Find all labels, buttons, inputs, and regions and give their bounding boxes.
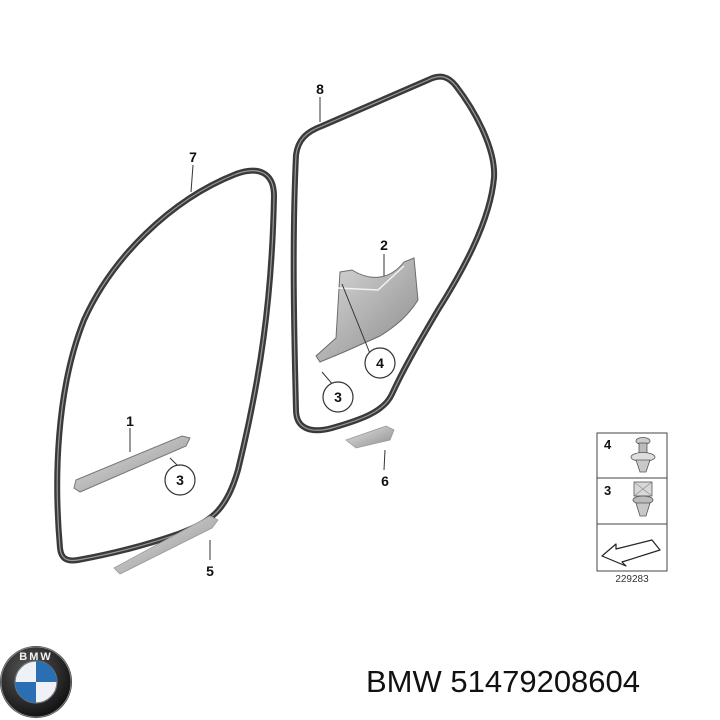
callout-7: 7 xyxy=(189,149,197,165)
arrow-marker-icon xyxy=(601,539,661,567)
callout-3-rear: 3 xyxy=(334,389,342,405)
callout-2: 2 xyxy=(380,237,388,253)
legend-number-4: 4 xyxy=(604,437,612,452)
expanding-rivet-icon xyxy=(632,481,654,517)
push-clip-icon xyxy=(630,437,656,473)
callout-circle-3-front xyxy=(164,464,196,496)
rear-door-seal xyxy=(290,73,498,434)
rear-entrance-strip xyxy=(345,425,395,449)
diagram-ref-number: 229283 xyxy=(615,574,649,585)
legend-number-3: 3 xyxy=(604,483,611,498)
fastener-legend: 4 3 xyxy=(596,432,668,572)
part-number-caption: BMW 51479208604 xyxy=(366,664,641,699)
callout-5: 5 xyxy=(206,563,214,579)
front-sill-trim xyxy=(73,435,191,493)
callout-1: 1 xyxy=(126,413,134,429)
b-pillar-trim xyxy=(315,257,419,363)
callout-4: 4 xyxy=(376,355,384,371)
callout-circle-4 xyxy=(364,347,396,379)
callout-8: 8 xyxy=(316,81,324,97)
front-entrance-strip xyxy=(113,515,219,575)
callout-3-front: 3 xyxy=(176,472,184,488)
bmw-logo-text: BMW xyxy=(19,651,53,663)
front-door-seal xyxy=(54,167,277,564)
callout-circle-3-rear xyxy=(322,381,354,413)
bmw-logo: BMW xyxy=(0,646,72,718)
callout-6: 6 xyxy=(381,473,389,489)
